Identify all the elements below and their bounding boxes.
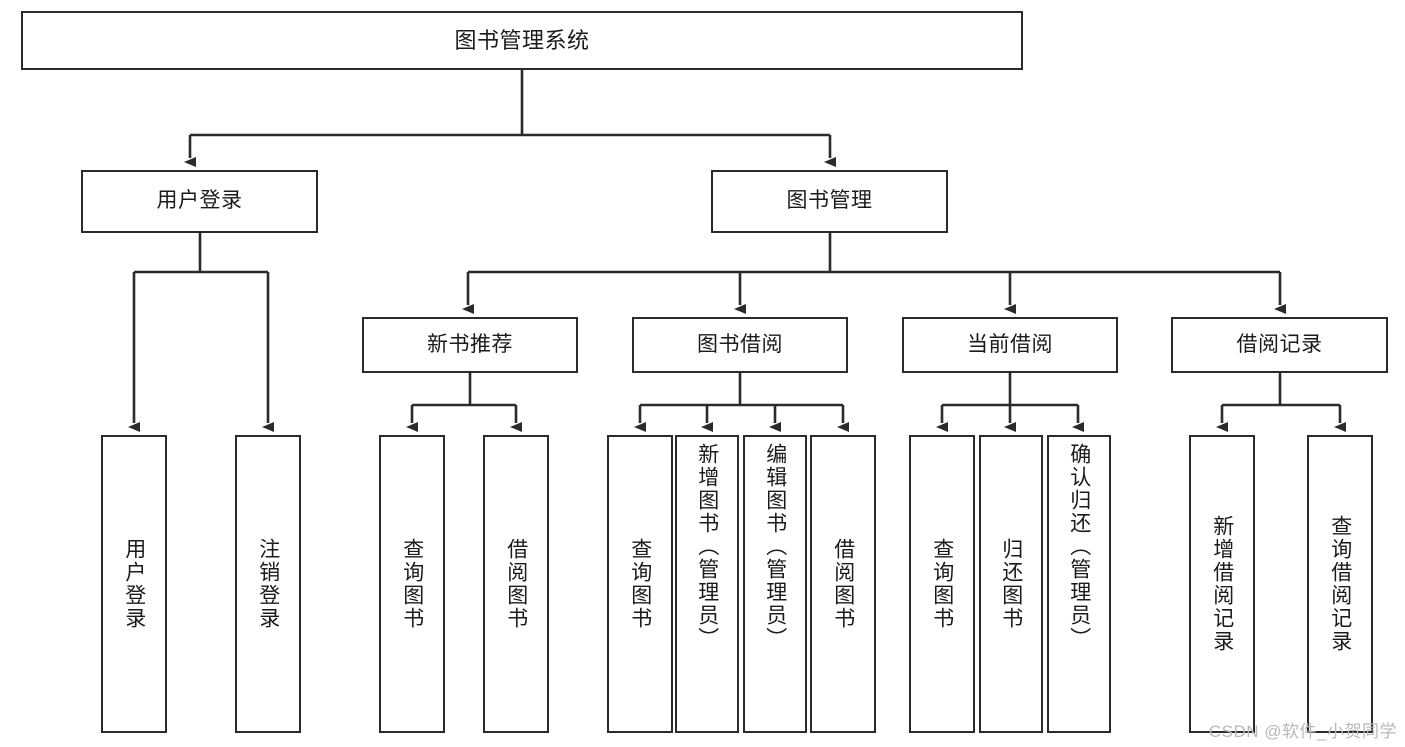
node-leaf-edit-book-admin-label: 编辑图书（管理员） (763, 443, 787, 650)
node-leaf-add-borrow-record-label: 新增借阅记录 (1210, 515, 1234, 653)
node-leaf-add-borrow-record[interactable]: 新增借阅记录 (1189, 435, 1255, 733)
node-leaf-query-book-1[interactable]: 查询图书 (379, 435, 445, 733)
node-borrow-record[interactable]: 借阅记录 (1171, 317, 1388, 373)
node-leaf-query-borrow-record[interactable]: 查询借阅记录 (1307, 435, 1373, 733)
node-leaf-query-book-3-label: 查询图书 (930, 538, 954, 630)
node-leaf-logout-label: 注销登录 (256, 538, 280, 630)
node-leaf-borrow-book-1-label: 借阅图书 (504, 538, 528, 630)
node-leaf-borrow-book-2[interactable]: 借阅图书 (810, 435, 876, 733)
node-leaf-add-book-admin-label: 新增图书（管理员） (695, 443, 719, 650)
node-leaf-query-borrow-record-label: 查询借阅记录 (1328, 515, 1352, 653)
node-leaf-confirm-return-admin[interactable]: 确认归还（管理员） (1047, 435, 1111, 733)
node-user-login-label: 用户登录 (156, 189, 243, 213)
node-leaf-add-book-admin[interactable]: 新增图书（管理员） (675, 435, 739, 733)
node-leaf-query-book-3[interactable]: 查询图书 (909, 435, 975, 733)
node-borrow-record-label: 借阅记录 (1236, 332, 1323, 356)
node-leaf-borrow-book-2-label: 借阅图书 (831, 538, 855, 630)
node-leaf-query-book-2-label: 查询图书 (628, 538, 652, 630)
node-root[interactable]: 图书管理系统 (21, 11, 1023, 70)
node-leaf-query-book-1-label: 查询图书 (400, 538, 424, 630)
node-current-borrow[interactable]: 当前借阅 (902, 317, 1118, 373)
node-leaf-logout[interactable]: 注销登录 (235, 435, 301, 733)
node-book-borrow[interactable]: 图书借阅 (632, 317, 848, 373)
node-book-manage[interactable]: 图书管理 (711, 170, 948, 233)
watermark: CSDN @软件_小贺同学 (1208, 722, 1397, 741)
node-leaf-borrow-book-1[interactable]: 借阅图书 (483, 435, 549, 733)
node-leaf-user-login-label: 用户登录 (122, 538, 146, 630)
node-current-borrow-label: 当前借阅 (967, 332, 1053, 356)
node-book-manage-label: 图书管理 (786, 189, 873, 213)
node-leaf-edit-book-admin[interactable]: 编辑图书（管理员） (743, 435, 807, 733)
node-leaf-confirm-return-admin-label: 确认归还（管理员） (1067, 443, 1091, 650)
node-leaf-return-book-label: 归还图书 (999, 538, 1023, 630)
node-new-book-recommend-label: 新书推荐 (427, 332, 513, 356)
node-new-book-recommend[interactable]: 新书推荐 (362, 317, 578, 373)
node-leaf-query-book-2[interactable]: 查询图书 (607, 435, 673, 733)
node-root-label: 图书管理系统 (454, 27, 590, 53)
node-leaf-user-login[interactable]: 用户登录 (101, 435, 167, 733)
node-book-borrow-label: 图书借阅 (697, 332, 783, 356)
node-leaf-return-book[interactable]: 归还图书 (979, 435, 1043, 733)
node-user-login[interactable]: 用户登录 (81, 170, 318, 233)
